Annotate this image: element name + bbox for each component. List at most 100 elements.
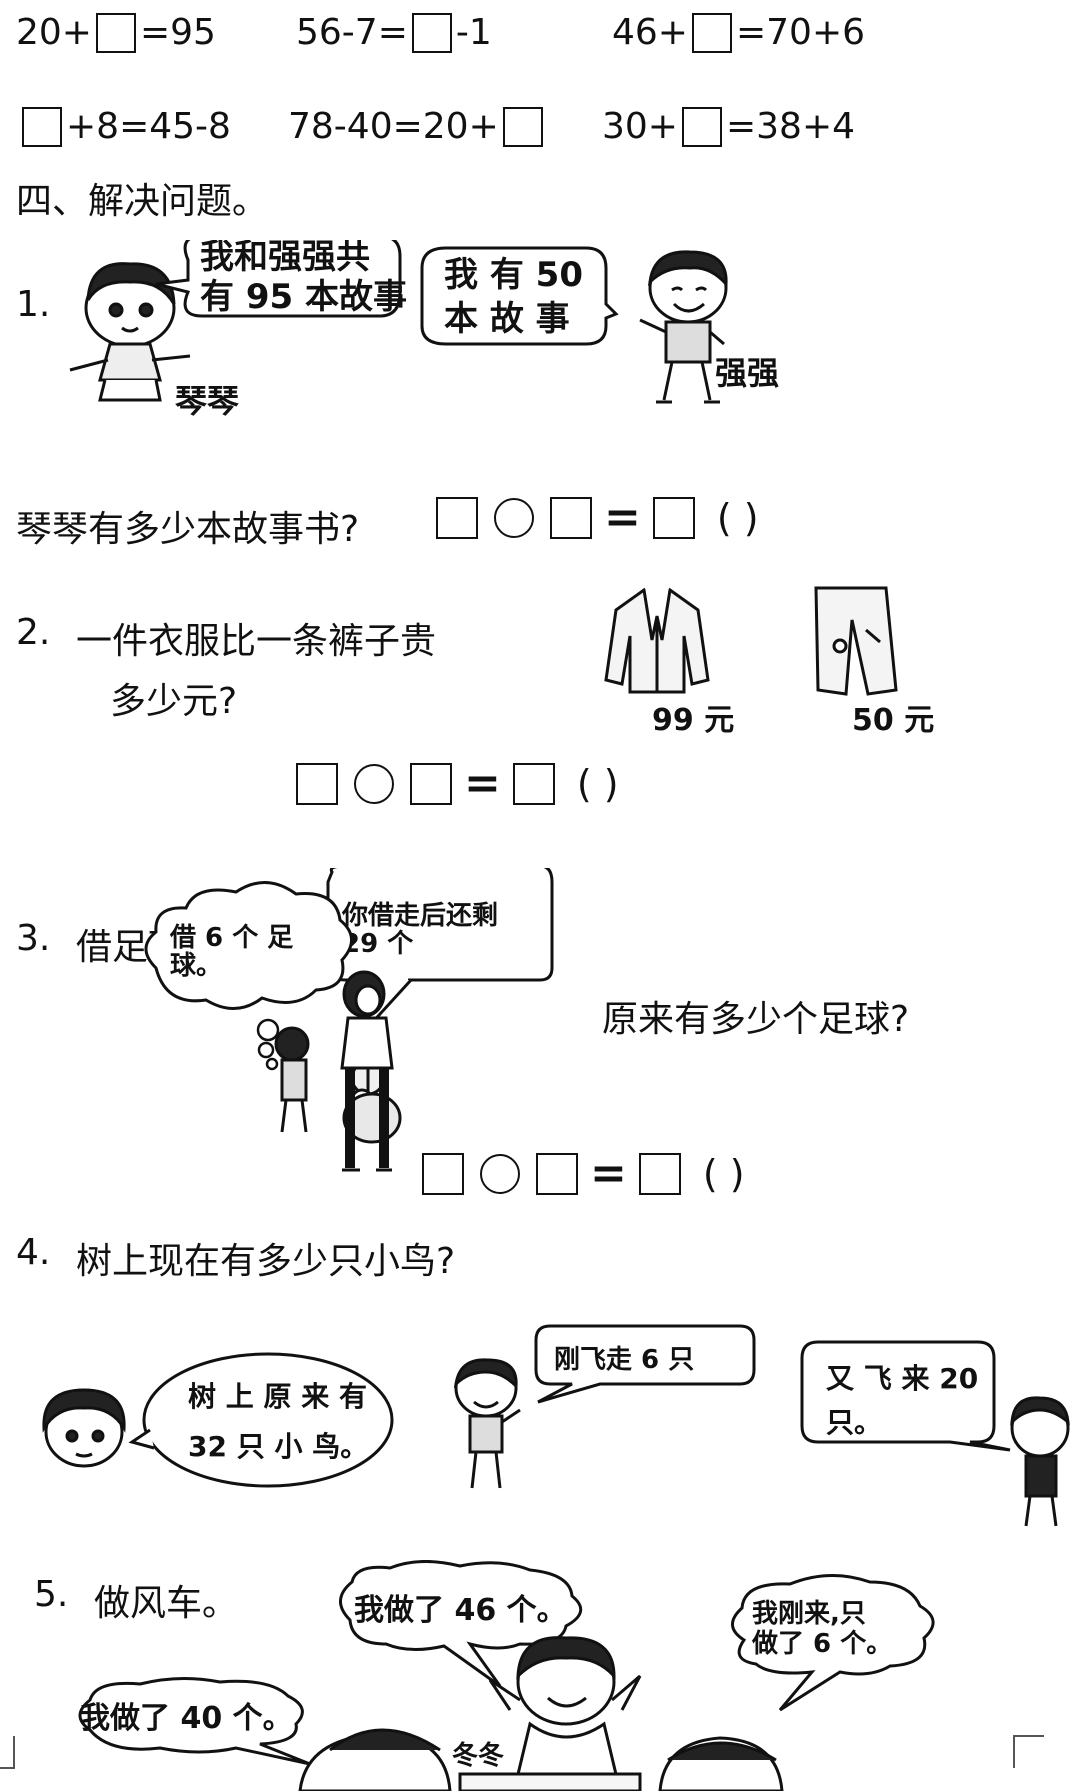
jacket-icon [604, 587, 710, 694]
girl-face-icon [42, 1388, 126, 1468]
answer-box[interactable] [550, 496, 592, 539]
price-jacket: 99 元 [652, 703, 734, 738]
boy-figure-icon [453, 1358, 521, 1489]
pants-icon [814, 586, 898, 696]
bubble-line: 又 飞 来 20 [826, 1362, 978, 1395]
q2-question-line1: 一件衣服比一条裤子贵 [76, 621, 437, 662]
speech-bubble-1: 树 上 原 来 有 32 只 小 鸟。 [128, 1352, 394, 1488]
answer-box[interactable] [691, 12, 732, 53]
bubble-line: 我 有 50 [444, 255, 583, 295]
equation-text: =38+4 [725, 106, 856, 147]
bubble-line: 做了 6 个。 [751, 1629, 892, 1659]
question-number-2: 2. [16, 612, 51, 653]
q2-answer-row: = ( ) [288, 758, 619, 809]
bubble-line: 32 只 小 鸟。 [188, 1430, 368, 1463]
unit-parens[interactable]: ( ) [576, 761, 619, 806]
equals-sign: = [590, 1148, 627, 1199]
girl-figure-icon [69, 262, 191, 402]
equation-text: =95 [139, 12, 216, 53]
section-title: 四、解决问题。 [16, 181, 269, 222]
equation-text: =70+6 [735, 12, 866, 53]
equals-sign: = [464, 758, 501, 809]
girl-name: 琴琴 [175, 382, 239, 420]
unit-parens[interactable]: ( ) [716, 495, 759, 540]
equation-text: +8=45-8 [66, 106, 231, 147]
answer-box[interactable] [652, 496, 695, 539]
price-pants: 50 元 [852, 703, 934, 738]
equation-1: 20+ =95 [16, 12, 216, 53]
crop-mark-left [0, 1736, 15, 1769]
bubble-line: 我做了 40 个。 [80, 1701, 293, 1736]
thought-bubble-boy: 借 6 个 足 球。 [144, 881, 353, 1071]
equation-2: 56-7= -1 [296, 12, 492, 53]
speech-bubble-girl: 我和强强共 有 95 本故事 [155, 240, 407, 318]
speech-bubble-left: 我做了 40 个。 [78, 1676, 311, 1766]
unit-parens[interactable]: ( ) [702, 1151, 745, 1196]
speech-bubble-center: 我做了 46 个。 [339, 1560, 583, 1688]
speech-bubble-3: 又 飞 来 20 只。 [800, 1340, 1011, 1452]
equation-text: -1 [455, 12, 492, 53]
q3-question: 原来有多少个足球? [602, 999, 910, 1040]
bubble-line: 我和强强共 [200, 240, 370, 277]
answer-box[interactable] [422, 1152, 464, 1195]
speech-bubble-right: 我刚来,只 做了 6 个。 [731, 1574, 935, 1712]
boy-and-teacher-icon [274, 970, 402, 1172]
bubble-line: 29 个 [342, 929, 414, 959]
equation-4: +8=45-8 [18, 106, 231, 147]
child-figure-icon [1010, 1396, 1070, 1527]
answer-box[interactable] [512, 762, 555, 805]
answer-box[interactable] [410, 762, 452, 805]
equation-text: 78-40=20+ [288, 106, 499, 147]
bubble-line: 你借走后还剩 [341, 901, 498, 931]
answer-box[interactable] [681, 106, 722, 147]
bubble-line: 本 故 事 [444, 299, 570, 339]
answer-box[interactable] [95, 12, 136, 53]
q5-illustration: 我做了 46 个。 我做了 40 个。 我刚来,只 做了 6 个。 冬冬 [0, 1560, 1044, 1791]
child-name: 冬冬 [452, 1741, 504, 1771]
q5-title: 做风车。 [94, 1583, 239, 1624]
answer-box[interactable] [22, 106, 62, 147]
equation-3: 46+ =70+6 [612, 12, 865, 53]
equation-6: 30+ =38+4 [602, 106, 855, 147]
speech-bubble-boy: 我 有 50 本 故 事 [420, 246, 619, 346]
children-figures-icon [298, 1636, 784, 1791]
boy-name: 强强 [715, 354, 779, 392]
equation-text: 46+ [612, 12, 688, 53]
q3-illustration: 你借走后还剩 29 个 借 6 个 足 球。 [144, 868, 554, 1172]
answer-box[interactable] [536, 1152, 578, 1195]
equation-text: 56-7= [296, 12, 408, 53]
operator-circle[interactable] [480, 1153, 520, 1194]
q1-question: 琴琴有多少本故事书? [16, 509, 360, 550]
q2-question-line2: 多少元? [110, 681, 238, 722]
q3-answer-row: = ( ) [414, 1148, 745, 1199]
equation-text: 30+ [602, 106, 678, 147]
bubble-line: 我做了 46 个。 [354, 1593, 567, 1628]
bubble-line: 树 上 原 来 有 [188, 1380, 367, 1413]
bubble-line: 有 95 本故事 [200, 277, 407, 317]
q1-answer-row: = ( ) [428, 492, 759, 543]
answer-box[interactable] [296, 762, 338, 805]
bubble-line: 球。 [170, 951, 222, 981]
speech-bubble-2: 刚飞走 6 只 [534, 1324, 756, 1404]
answer-box[interactable] [436, 496, 478, 539]
bubble-line: 刚飞走 6 只 [554, 1345, 694, 1375]
bubble-line: 借 6 个 足 [169, 923, 293, 953]
operator-circle[interactable] [494, 497, 534, 538]
q2-illustration: 99 元 50 元 [604, 586, 934, 738]
question-number-4: 4. [16, 1232, 51, 1273]
bubble-line: 只。 [826, 1406, 882, 1439]
crop-mark-right [1013, 1735, 1044, 1768]
boy-figure-icon [639, 250, 728, 404]
answer-box[interactable] [502, 106, 543, 147]
answer-box[interactable] [638, 1152, 681, 1195]
bubble-line: 我刚来,只 [752, 1599, 866, 1629]
question-number-3: 3. [16, 918, 51, 959]
question-number-5: 5. [34, 1574, 69, 1615]
operator-circle[interactable] [354, 763, 394, 804]
q4-illustration: 树 上 原 来 有 32 只 小 鸟。 刚飞走 6 只 又 飞 来 20 只。 [42, 1324, 1070, 1527]
answer-box[interactable] [411, 12, 452, 53]
equals-sign: = [604, 492, 641, 543]
q1-illustration: 琴琴 我和强强共 有 95 本故事 我 有 50 本 故 事 强强 [69, 240, 779, 420]
equation-5: 78-40=20+ [288, 106, 547, 147]
question-number-1: 1. [16, 284, 51, 325]
